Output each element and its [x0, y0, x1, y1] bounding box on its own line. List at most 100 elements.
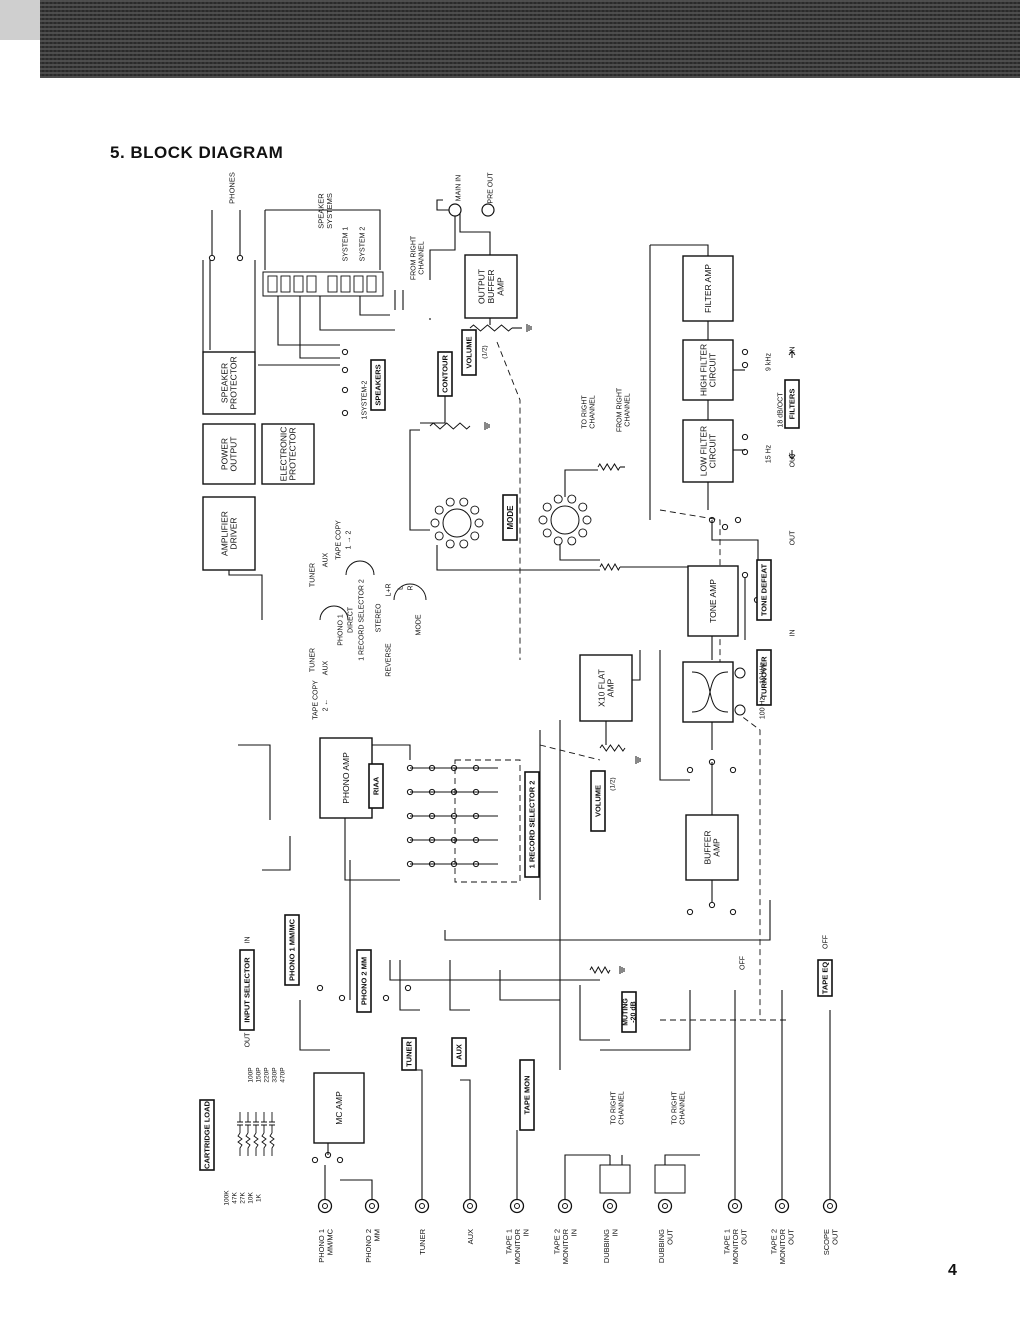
contour-button — [437, 351, 453, 397]
label-text: TO RIGHT — [582, 395, 589, 429]
label-text: CHANNEL — [618, 1091, 625, 1125]
mc-amp-block-label: MC AMP — [334, 1091, 344, 1125]
label-text: PROTECTOR — [229, 356, 239, 409]
jack-center — [779, 1203, 785, 1209]
wire — [499, 970, 560, 1001]
contour-button-text: CONTOUR — [441, 355, 450, 393]
label-text: OUT — [789, 530, 796, 546]
jack-label-line: TAPE 2 — [770, 1229, 779, 1254]
reverse-legend: REVERSE — [385, 643, 392, 677]
mode-switch-right-rotor — [550, 505, 580, 535]
buffer-amp-block — [685, 814, 739, 881]
label-text: PROTECTOR — [288, 427, 298, 480]
switch-contact — [208, 254, 216, 262]
high-filter-block — [682, 339, 734, 401]
wire — [459, 210, 491, 255]
label-text: DRIVER — [229, 517, 239, 549]
main-in-label: MAIN IN — [455, 175, 462, 201]
mode-switch-right-contact — [567, 536, 577, 546]
label-text: AUX — [322, 552, 329, 567]
phono2-mm-button-text: PHONO 2 MM — [360, 957, 369, 1005]
wire — [436, 545, 600, 571]
label-text: 100P — [247, 1067, 254, 1082]
wire — [429, 216, 456, 280]
label-text: 10K — [247, 1192, 254, 1204]
label-text: TUNER — [309, 648, 316, 672]
label-text: AUX — [322, 660, 329, 675]
load-resistor — [253, 1132, 259, 1156]
filters-arrows — [788, 350, 796, 460]
mc-amp-block — [313, 1072, 365, 1144]
wire — [319, 296, 395, 331]
jack-label-line: TAPE 2 — [553, 1229, 562, 1254]
switch-contact — [741, 348, 749, 356]
resistor — [469, 324, 513, 332]
label-text: PHONO AMP — [341, 752, 351, 804]
l-legend: L — [397, 586, 404, 590]
label-text: AUX — [455, 1044, 464, 1060]
wire — [238, 744, 271, 820]
jack-center — [322, 1203, 328, 1209]
speaker-terminal — [340, 275, 351, 293]
wire — [228, 570, 263, 620]
label-text: OUT — [789, 452, 796, 468]
label-text: MODE — [506, 505, 515, 530]
cap-value-label: 220P — [263, 1067, 270, 1082]
aux-legend-left: AUX — [322, 660, 329, 675]
jack-label-line: TAPE 1 — [723, 1229, 732, 1254]
aux-button — [451, 1037, 467, 1067]
jack-label-line: TAPE 1 — [505, 1229, 514, 1254]
cap-value-label: 150P — [255, 1067, 262, 1082]
page-number: 4 — [948, 1262, 957, 1279]
cap-value-label: 330P — [271, 1067, 278, 1082]
wire — [600, 990, 691, 1051]
load-resistor — [261, 1132, 267, 1156]
record-selector-dashed — [454, 759, 521, 883]
resistor — [429, 422, 471, 430]
mode-switch-right-contact — [567, 494, 577, 504]
label-text: 470P — [279, 1067, 286, 1082]
mode-switch-left-contact — [434, 531, 444, 541]
tape-copy-12-label: 1 → 2 — [345, 531, 352, 550]
tone-100hz-lamp — [734, 704, 746, 716]
input-selector-in: IN — [244, 937, 251, 944]
ground-symbol — [635, 756, 641, 764]
volume-knob-top-text: VOLUME — [465, 336, 474, 368]
speaker-terminal — [327, 275, 338, 293]
label-text: (1/2) — [609, 777, 616, 790]
label-text: R — [407, 585, 414, 590]
jack-center — [562, 1203, 568, 1209]
mode-switch-right-contact — [582, 515, 592, 525]
switch-contact — [338, 994, 346, 1002]
label-text: PHONO 1 — [337, 614, 344, 646]
label-text: VOLUME — [594, 785, 603, 817]
wire — [650, 244, 709, 256]
wire — [559, 540, 600, 561]
label-text: STEREO — [375, 603, 382, 632]
tone-amp-block-label: TONE AMP — [708, 579, 718, 623]
muting-button — [621, 991, 637, 1033]
mode-switch-left-contact — [445, 497, 455, 507]
filter-amp-block-label: FILTER AMP — [703, 264, 713, 313]
label-text: OUTPUT — [477, 269, 487, 304]
speaker-protector-block — [202, 351, 256, 415]
switch-contact — [741, 361, 749, 369]
jack-center — [662, 1203, 668, 1209]
riaa-network — [368, 763, 384, 809]
switch-contact — [311, 1156, 319, 1164]
switch-contact — [741, 571, 749, 579]
resistor-value-label: 10K — [247, 1192, 254, 1204]
load-resistor — [237, 1132, 243, 1156]
label-text: CHANNEL — [589, 395, 596, 429]
tuner-legend-right: TUNER — [309, 563, 316, 587]
page-title: 5. BLOCK DIAGRAM — [110, 143, 284, 162]
